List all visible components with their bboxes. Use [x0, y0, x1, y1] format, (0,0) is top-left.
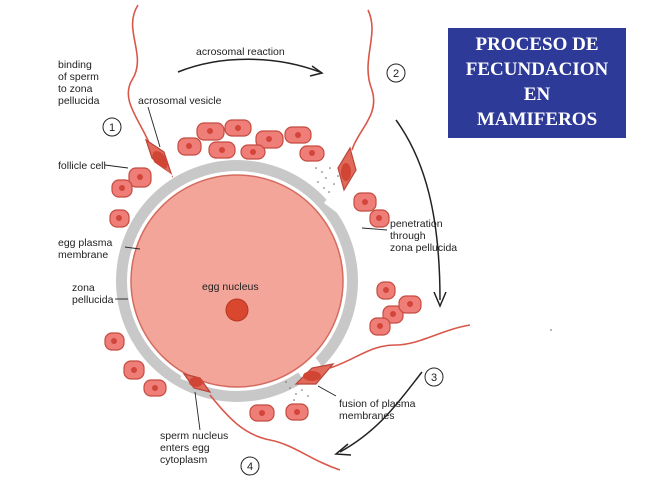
label-egg-plasma-line1: egg plasma: [58, 237, 112, 249]
label-sperm-nucleus-line1: sperm nucleus: [160, 430, 228, 442]
label-fusion-line2: membranes: [339, 410, 394, 422]
sperm-3-fusion: [294, 324, 471, 385]
sperm-4-entering: [182, 373, 341, 471]
label-penetration-line2: through: [390, 230, 426, 242]
step-2-number: 2: [393, 68, 399, 80]
stippling: [285, 167, 552, 401]
label-binding-line1: binding: [58, 59, 92, 71]
step-3-number: 3: [431, 372, 437, 384]
label-fusion-line1: fusion of plasma: [339, 398, 416, 410]
label-egg-nucleus: egg nucleus: [202, 281, 259, 293]
label-zona-line2: pellucida: [72, 294, 114, 306]
egg-cell: [130, 174, 344, 388]
sperm-1-binding: [127, 4, 174, 178]
label-binding-line3: to zona: [58, 83, 93, 95]
follicle-cell-nuclei: [111, 125, 413, 416]
label-sperm-nucleus-line2: enters egg: [160, 442, 210, 454]
egg-nucleus: [225, 298, 249, 322]
label-binding-line4: pellucida: [58, 95, 100, 107]
label-follicle-cell: follicle cell: [58, 160, 106, 172]
title-line-2: FECUNDACION: [465, 59, 609, 80]
step-4-number: 4: [247, 461, 253, 473]
label-zona-line1: zona: [72, 282, 95, 294]
label-egg-plasma-line2: membrane: [58, 249, 108, 261]
label-acrosomal-vesicle: acrosomal vesicle: [138, 95, 222, 107]
label-acrosomal-reaction: acrosomal reaction: [196, 46, 285, 58]
title-line-1: PROCESO DE: [475, 34, 599, 55]
sperm-2-penetration: [337, 9, 375, 192]
title-line-4: MAMIFEROS: [476, 109, 598, 130]
step-1-number: 1: [109, 122, 115, 134]
title-box: PROCESO DE FECUNDACION EN MAMIFEROS: [448, 28, 626, 138]
label-penetration-line1: penetration: [390, 218, 443, 230]
label-penetration-line3: zona pellucida: [390, 242, 457, 254]
leader-lines: [104, 106, 388, 431]
label-binding-line2: of sperm: [58, 71, 99, 83]
label-sperm-nucleus-line3: cytoplasm: [160, 454, 208, 466]
process-arrows: [177, 58, 447, 456]
title-line-3: EN: [523, 84, 551, 105]
step-markers: 1 2 3 4: [102, 63, 444, 476]
